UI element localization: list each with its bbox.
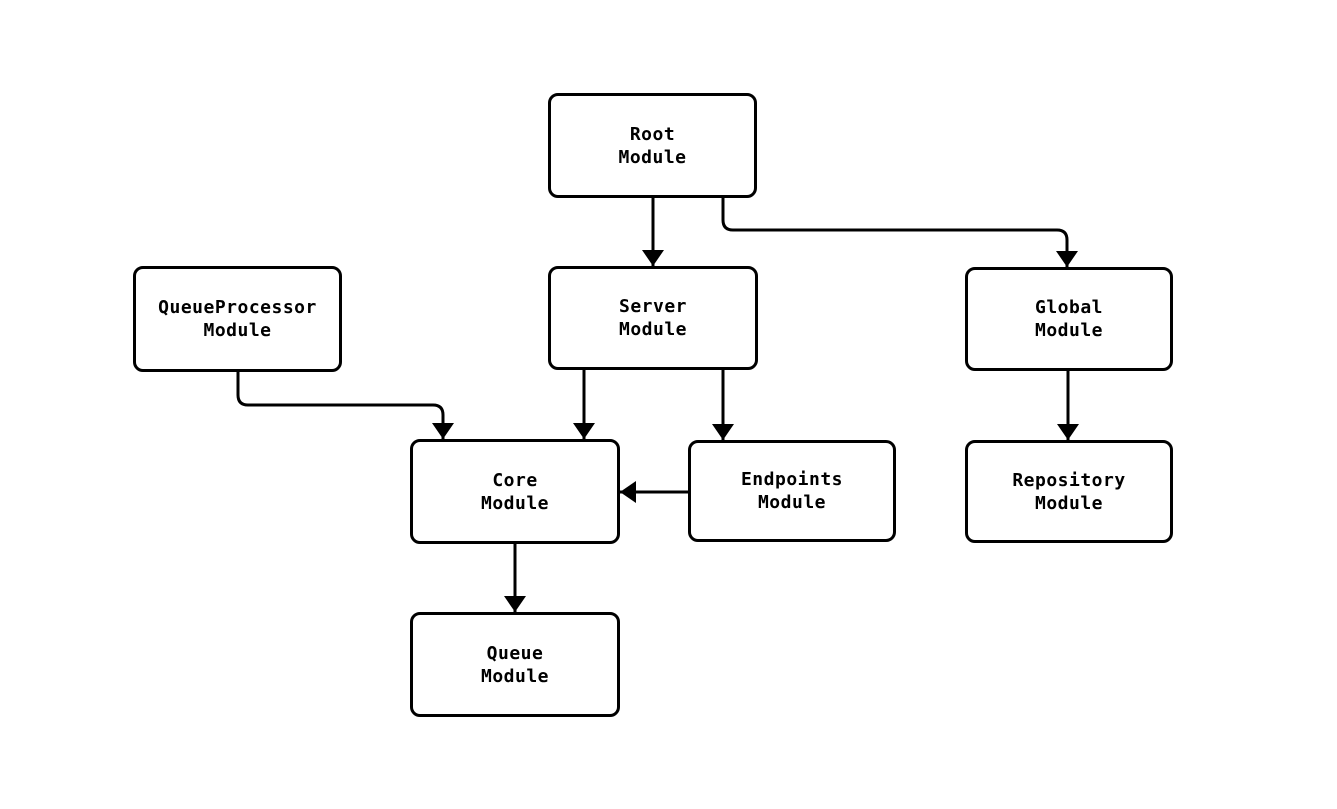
edge-queueprocessor-to-core [236, 372, 454, 439]
node-root-module: Root Module [548, 93, 757, 198]
node-global-module: Global Module [965, 267, 1173, 371]
node-repository-module-label: Repository Module [1012, 469, 1126, 514]
node-core-module: Core Module [410, 439, 620, 544]
node-global-module-label: Global Module [1034, 297, 1104, 341]
node-queue-module: Queue Module [410, 612, 620, 717]
node-root-module-label: Root Module [618, 123, 687, 168]
node-server-module: Server Module [548, 266, 758, 370]
node-endpoints-module-label: Endpoints Module [740, 469, 844, 513]
node-endpoints-module: Endpoints Module [688, 440, 896, 542]
node-queueprocessor-module: QueueProcessor Module [133, 266, 342, 372]
node-repository-module: Repository Module [965, 440, 1173, 543]
node-core-module-label: Core Module [480, 469, 550, 514]
node-queue-module-label: Queue Module [480, 642, 550, 687]
node-server-module-label: Server Module [618, 296, 688, 340]
edge-root-to-global [721, 198, 1078, 267]
node-queueprocessor-module-label: QueueProcessor Module [158, 297, 317, 341]
